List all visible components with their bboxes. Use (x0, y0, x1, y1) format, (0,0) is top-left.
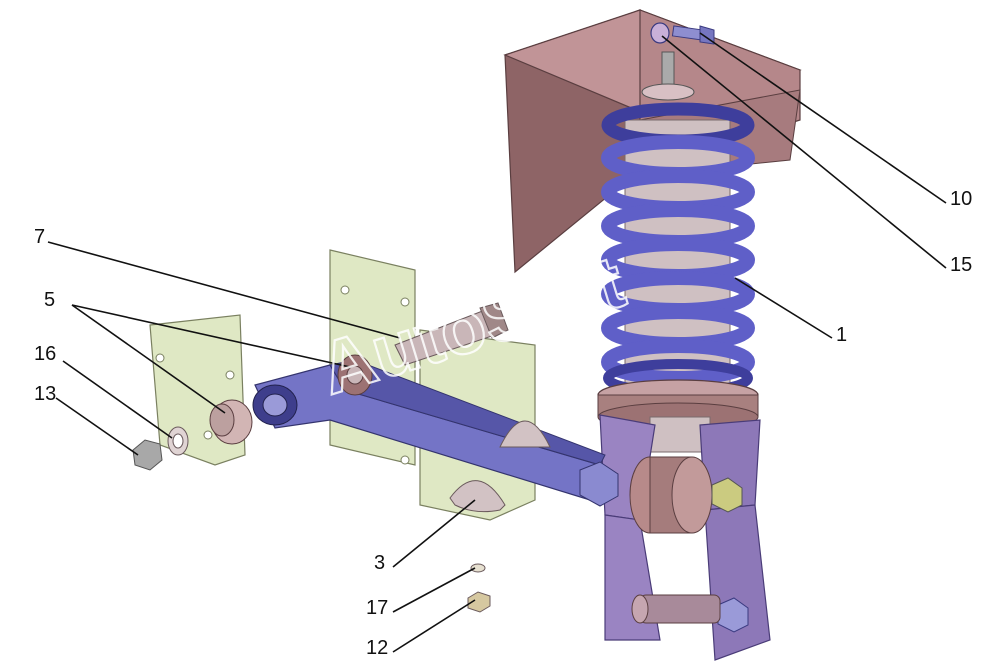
label-13: 13 (34, 383, 56, 405)
callout-labels: 10 15 1 7 5 16 13 3 17 12 (34, 188, 972, 659)
label-10: 10 (950, 188, 972, 210)
label-12: 12 (366, 637, 388, 659)
label-7: 7 (34, 226, 45, 248)
label-17: 17 (366, 597, 388, 619)
label-16: 16 (34, 343, 56, 365)
small-parts (467, 563, 491, 613)
label-3: 3 (374, 552, 385, 574)
coil-spring (601, 102, 755, 421)
label-5: 5 (44, 289, 55, 311)
nut-and-washer (132, 426, 189, 471)
label-1: 1 (836, 324, 847, 346)
lower-strut-mount (597, 379, 771, 661)
rod-and-bushings (209, 302, 509, 445)
label-15: 15 (950, 254, 972, 276)
control-arm (252, 359, 619, 513)
leader-lines (47, 32, 947, 653)
